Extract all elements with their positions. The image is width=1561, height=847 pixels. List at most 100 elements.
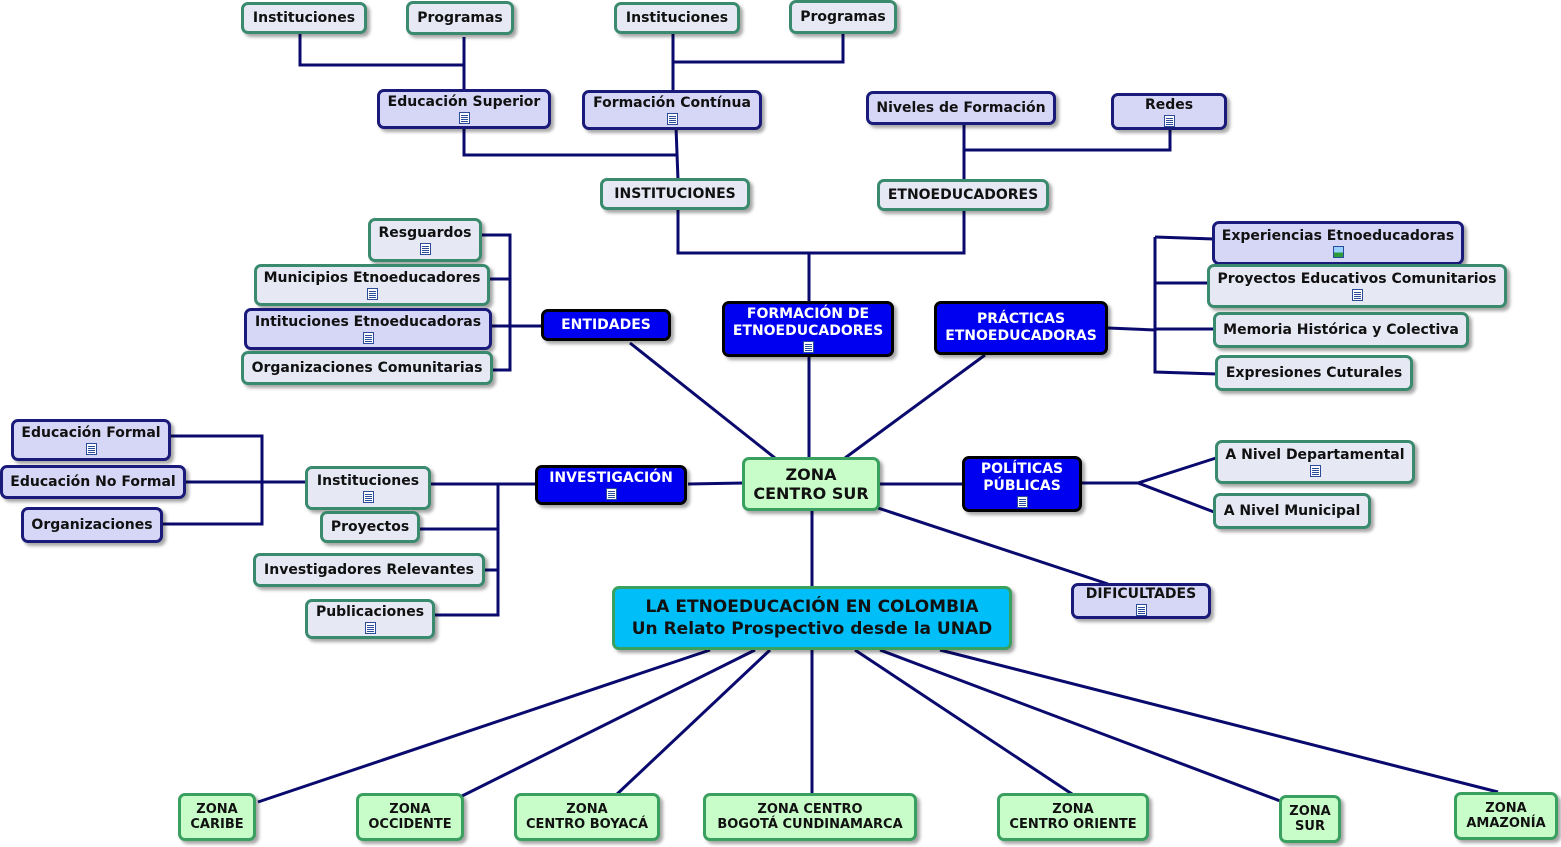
branch-investigacion[interactable]: INVESTIGACIÓN <box>535 465 687 505</box>
node-memoria-historica[interactable]: Memoria Histórica y Colectiva <box>1213 312 1469 348</box>
node-label: A Nivel Departamental <box>1225 447 1405 463</box>
branch-entidades-label: ENTIDADES <box>561 316 651 333</box>
document-icon[interactable] <box>362 332 374 344</box>
zona-line2: CENTRO ORIENTE <box>1009 817 1137 832</box>
node-municipios-etnoeducadores[interactable]: Municipios Etnoeducadores <box>254 264 490 306</box>
zona-line1: ZONA <box>196 802 238 817</box>
zona-sur[interactable]: ZONA SUR <box>1279 795 1341 843</box>
node-organizaciones[interactable]: Organizaciones <box>21 507 163 543</box>
branch-dificultades-label: DIFICULTADES <box>1085 586 1197 602</box>
node-educacion-no-formal[interactable]: Educación No Formal <box>0 465 186 499</box>
branch-politicas-line2: PÚBLICAS <box>983 477 1061 494</box>
node-expresiones-culturales[interactable]: Expresiones Cuturales <box>1215 355 1413 391</box>
node-label: Proyectos <box>330 518 410 535</box>
document-icon[interactable] <box>1309 465 1321 477</box>
document-icon[interactable] <box>1351 289 1363 301</box>
root-node[interactable]: LA ETNOEDUCACIÓN EN COLOMBIA Un Relato P… <box>612 586 1012 650</box>
zona-line2: OCCIDENTE <box>368 817 452 832</box>
node-educacion-formal[interactable]: Educación Formal <box>11 419 171 461</box>
node-label: Educación Formal <box>21 425 161 441</box>
document-icon[interactable] <box>605 488 617 500</box>
node-instituciones-formacion[interactable]: INSTITUCIONES <box>600 178 750 210</box>
center-line2: CENTRO SUR <box>753 484 869 503</box>
node-niveles-formacion[interactable]: Niveles de Formación <box>866 91 1056 125</box>
node-formacion-continua[interactable]: Formación Contínua <box>582 90 762 130</box>
branch-entidades[interactable]: ENTIDADES <box>541 309 671 341</box>
node-label: Niveles de Formación <box>876 99 1046 116</box>
zona-line1: ZONA <box>1052 802 1094 817</box>
node-programas-superior[interactable]: Programas <box>406 1 514 35</box>
node-etnoeducadores[interactable]: ETNOEDUCADORES <box>877 179 1049 211</box>
node-label: Municipios Etnoeducadores <box>263 270 481 286</box>
node-label: Experiencias Etnoeducadoras <box>1221 228 1455 244</box>
zona-line2: BOGOTÁ CUNDINAMARCA <box>717 817 903 832</box>
branch-formacion-line1: FORMACIÓN DE <box>746 305 870 322</box>
node-label: Formación Contínua <box>593 95 751 111</box>
node-proyectos[interactable]: Proyectos <box>320 511 420 543</box>
node-organizaciones-comunitarias[interactable]: Organizaciones Comunitarias <box>241 351 493 385</box>
node-label: Redes <box>1144 96 1194 113</box>
zona-centro-bogota[interactable]: ZONA CENTRO BOGOTÁ CUNDINAMARCA <box>703 793 917 841</box>
document-icon[interactable] <box>362 491 374 503</box>
node-investigadores-relevantes[interactable]: Investigadores Relevantes <box>253 553 485 587</box>
node-label: INSTITUCIONES <box>614 185 736 202</box>
node-nivel-departamental[interactable]: A Nivel Departamental <box>1215 440 1415 484</box>
zona-line1: ZONA <box>566 802 608 817</box>
zona-amazonia[interactable]: ZONA AMAZONÍA <box>1454 792 1558 840</box>
node-experiencias-etnoeducadoras[interactable]: Experiencias Etnoeducadoras <box>1212 221 1464 265</box>
zona-caribe[interactable]: ZONA CARIBE <box>178 793 256 841</box>
node-label: Intituciones Etnoeducadoras <box>254 314 482 330</box>
document-icon[interactable] <box>1016 495 1028 508</box>
zona-centro-boyaca[interactable]: ZONA CENTRO BOYACÁ <box>514 793 660 841</box>
zona-centro-oriente[interactable]: ZONA CENTRO ORIENTE <box>997 793 1149 841</box>
document-icon[interactable] <box>419 243 431 255</box>
node-label: Organizaciones <box>31 516 153 533</box>
node-intituciones-etnoeducadoras[interactable]: Intituciones Etnoeducadoras <box>244 308 492 350</box>
node-instituciones-investigacion[interactable]: Instituciones <box>305 466 431 510</box>
branch-practicas-line1: PRÁCTICAS <box>976 311 1066 327</box>
node-label: Programas <box>417 9 503 26</box>
document-icon[interactable] <box>458 112 470 124</box>
node-resguardos[interactable]: Resguardos <box>368 218 482 262</box>
node-label: Investigadores Relevantes <box>264 561 474 578</box>
document-icon[interactable] <box>366 288 378 300</box>
node-educacion-superior[interactable]: Educación Superior <box>377 89 551 129</box>
node-publicaciones[interactable]: Publicaciones <box>305 599 435 639</box>
branch-politicas[interactable]: POLÍTICAS PÚBLICAS <box>962 456 1082 512</box>
node-label: Proyectos Educativos Comunitarios <box>1217 271 1497 287</box>
node-label: Programas <box>800 8 886 25</box>
zona-line2: AMAZONÍA <box>1466 816 1546 831</box>
document-icon[interactable] <box>666 113 678 125</box>
node-instituciones-superior[interactable]: Instituciones <box>241 2 367 34</box>
zona-line1: ZONA <box>1289 804 1331 819</box>
node-label: Instituciones <box>252 9 356 26</box>
branch-formacion[interactable]: FORMACIÓN DE ETNOEDUCADORES <box>722 301 894 357</box>
node-label: Resguardos <box>378 225 472 241</box>
branch-practicas-line2: ETNOEDUCADORAS <box>945 328 1097 344</box>
node-label: Organizaciones Comunitarias <box>251 359 483 376</box>
node-nivel-municipal[interactable]: A Nivel Municipal <box>1213 493 1371 529</box>
node-label: Memoria Histórica y Colectiva <box>1223 321 1459 338</box>
node-label: ETNOEDUCADORES <box>887 186 1039 203</box>
branch-dificultades[interactable]: DIFICULTADES <box>1071 583 1211 619</box>
node-programas-continua[interactable]: Programas <box>789 0 897 34</box>
node-redes[interactable]: Redes <box>1111 93 1227 130</box>
document-icon[interactable] <box>1135 604 1147 616</box>
node-proyectos-educativos[interactable]: Proyectos Educativos Comunitarios <box>1207 264 1507 308</box>
zona-occidente[interactable]: ZONA OCCIDENTE <box>356 793 464 841</box>
branch-practicas[interactable]: PRÁCTICAS ETNOEDUCADORAS <box>934 301 1108 355</box>
node-label: Instituciones <box>625 9 729 26</box>
node-instituciones-continua[interactable]: Instituciones <box>614 2 740 34</box>
zona-line2: SUR <box>1295 819 1325 834</box>
branch-politicas-line1: POLÍTICAS <box>980 460 1064 477</box>
node-label: Educación No Formal <box>10 473 176 490</box>
document-icon[interactable] <box>364 622 376 634</box>
zona-line1: ZONA <box>1485 801 1527 816</box>
document-icon[interactable] <box>1163 114 1175 127</box>
document-icon[interactable] <box>85 443 97 455</box>
image-icon[interactable] <box>1332 246 1344 258</box>
center-node[interactable]: ZONA CENTRO SUR <box>742 457 880 511</box>
zona-line1: ZONA CENTRO <box>757 802 863 817</box>
document-icon[interactable] <box>802 340 814 353</box>
